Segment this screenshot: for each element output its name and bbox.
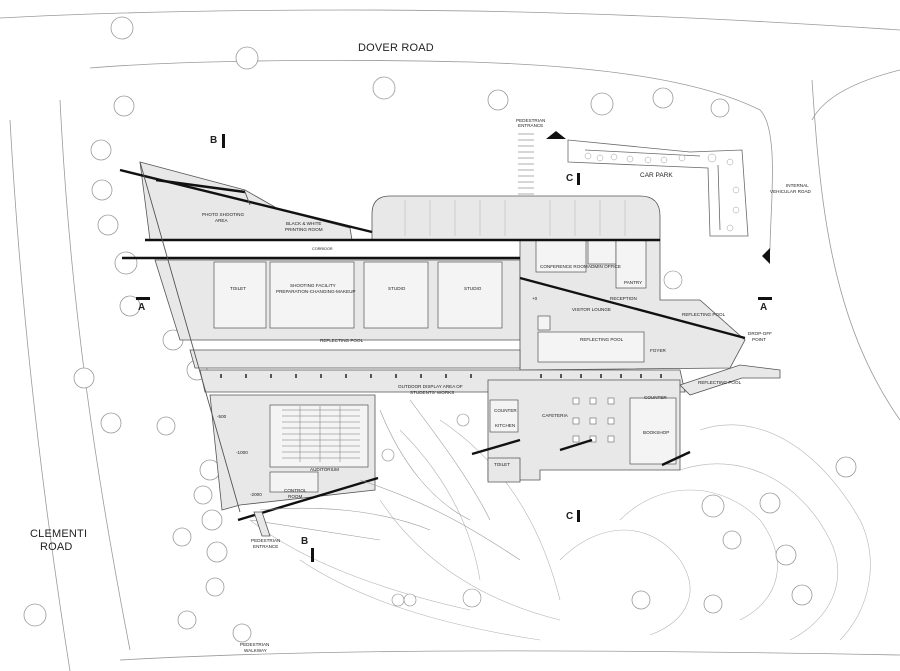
pedestrian-entrance-top-1: PEDESTRIAN: [516, 118, 546, 123]
admin-office-label: ADMIN OFFICE: [588, 264, 621, 269]
bw-printing-label-2: PRINTING ROOM: [285, 227, 323, 232]
outdoor-display-label-1: OUTDOOR DISPLAY AREA OF: [398, 384, 463, 389]
pedestrian-entrance-bottom-1: PEDESTRIAN: [251, 538, 281, 543]
cafeteria-tables: [572, 397, 615, 443]
control-room-label-1: CONTROL: [284, 488, 307, 493]
bw-printing-label-1: BLACK & WHITE: [286, 221, 322, 226]
cafeteria-label: CAFETERIA: [542, 413, 568, 418]
room-partitions: [213, 239, 677, 493]
section-b-bottom: B: [301, 536, 309, 547]
reflecting-pool-left-label: REFLECTING POOL: [320, 338, 364, 343]
level-minus-500: -500: [217, 414, 227, 419]
clementi-road-label-1: CLEMENTI: [30, 528, 88, 540]
auditorium-seating: [282, 406, 360, 462]
toilet-bottom-label: TOILET: [494, 462, 510, 467]
foyer-label: FOYER: [650, 348, 666, 353]
west-wedge-edge: [139, 161, 251, 513]
pedestrian-entrance-top-2: ENTRANCE: [518, 123, 544, 128]
car-park-shrubs: [584, 152, 740, 232]
outdoor-circles: [381, 270, 683, 608]
pedestrian-entrance-bottom-2: ENTRANCE: [253, 544, 279, 549]
landscape-paths: [249, 399, 521, 561]
pedestrian-walkway-label-2: WALKWAY: [244, 648, 267, 653]
internal-road-label-1: INTERNAL: [786, 183, 809, 188]
section-c-bottom: C: [566, 511, 574, 522]
drop-off-label-2: POINT: [752, 337, 767, 342]
photo-shooting-label-2: AREA: [215, 218, 228, 223]
section-b-top: B: [210, 135, 218, 146]
visitor-lounge-label: VISITOR LOUNGE: [572, 307, 611, 312]
studio-2-label: STUDIO: [464, 286, 482, 291]
road-outlines: [0, 9, 900, 671]
outdoor-display-label-2: STUDENTS' WORKS: [410, 390, 455, 395]
car-park-label: CAR PARK: [640, 172, 673, 179]
north-block-stripes: [404, 200, 626, 236]
trees: [23, 16, 857, 643]
bottom-entrance-ramp: [253, 511, 271, 537]
drop-off-ramp: [679, 364, 781, 396]
pantry-label: PANTRY: [624, 280, 643, 285]
level-zero: +0: [532, 296, 538, 301]
section-markers: [136, 134, 772, 562]
columns: [220, 374, 662, 378]
counter-left-label: COUNTER: [494, 408, 517, 413]
dover-road-label: DOVER ROAD: [358, 42, 434, 54]
studio-1-label: STUDIO: [388, 286, 406, 291]
level-minus-2000: -2000: [250, 492, 262, 497]
reception-label: RECEPTION: [610, 296, 637, 301]
drop-off-label-1: DROP-OFF: [748, 331, 772, 336]
photo-shooting-label-1: PHOTO SHOOTING: [202, 212, 245, 217]
toilet-left-label: TOILET: [230, 286, 246, 291]
entrance-markers: [546, 131, 770, 264]
reflecting-pool-right-top-label: REFLECTING POOL: [682, 312, 726, 317]
pedestrian-walkway-label-1: PEDESTRIAN: [240, 642, 270, 647]
level-minus-1000: -1000: [236, 450, 248, 455]
auditorium-label: AUDITORIUM: [310, 467, 340, 472]
conference-room-label: CONFERENCE ROOM: [540, 264, 588, 269]
section-a-left: A: [138, 302, 146, 313]
control-room-label-2: ROOM: [288, 494, 303, 499]
wall-lines: [119, 168, 746, 522]
clementi-road-label-2: ROAD: [40, 541, 73, 553]
shooting-facility-label-1: SHOOTING FACILITY: [290, 283, 336, 288]
section-a-right: A: [760, 302, 768, 313]
kitchen-label: KITCHEN: [495, 423, 516, 428]
section-c-top: C: [566, 173, 574, 184]
pedestrian-crossing: [518, 133, 534, 195]
reflecting-pool-right-bottom-label: REFLECTING POOL: [698, 380, 742, 385]
internal-road-label-2: VEHICULAR ROAD: [770, 189, 811, 194]
counter-right-label: COUNTER: [644, 395, 667, 400]
corridor-label: CORRIDOR: [312, 247, 333, 251]
bookshop-label: BOOKSHOP: [643, 430, 670, 435]
reflecting-pool-center-label: REFLECTING POOL: [580, 337, 624, 342]
shooting-facility-label-2: PREPARATION-CHANGING-MAKEUP: [276, 289, 356, 294]
